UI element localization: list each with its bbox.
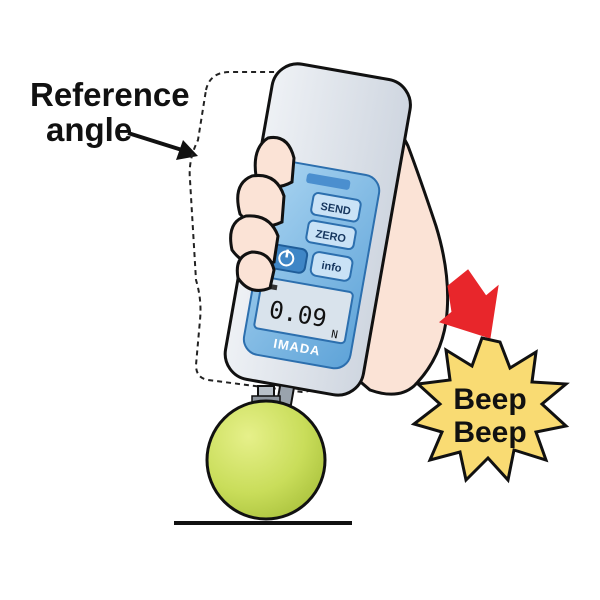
pointer-arrow (127, 131, 198, 160)
indicator-bar (306, 173, 351, 190)
zero-button[interactable]: ZERO (305, 219, 357, 251)
info-button[interactable]: info (309, 251, 354, 282)
send-button[interactable]: SEND (310, 192, 362, 223)
reference-label-line2: angle (46, 111, 132, 148)
send-button-label: SEND (319, 201, 351, 218)
beep-line1: Beep (453, 383, 526, 416)
alert-arrow (438, 269, 499, 339)
display-unit: N (330, 327, 339, 341)
fingers (229, 135, 296, 292)
reference-label-line1: Reference (30, 76, 190, 113)
beep-line2: Beep (453, 416, 526, 449)
tennis-ball (205, 399, 327, 521)
beep-burst: Beep Beep (410, 336, 570, 484)
info-button-label: info (320, 260, 342, 275)
zero-button-label: ZERO (315, 228, 348, 245)
finger-4 (235, 250, 276, 292)
power-icon (278, 249, 295, 267)
lcd-display: 0.09 N (253, 276, 354, 345)
reference-angle-label: Reference angle (30, 76, 190, 148)
